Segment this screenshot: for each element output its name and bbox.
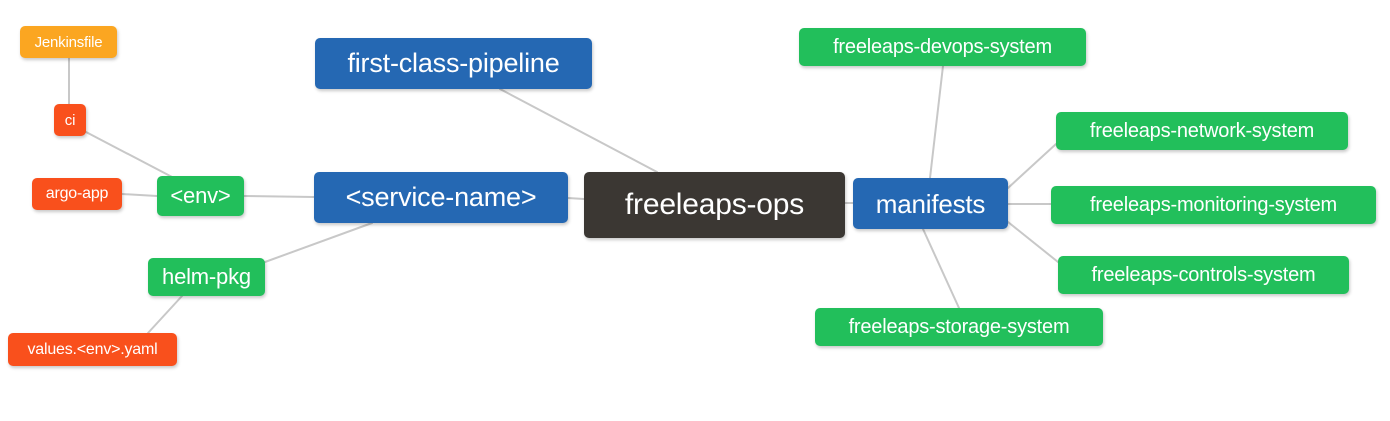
- node-first-class-pipeline[interactable]: first-class-pipeline: [315, 38, 592, 89]
- node-label: Jenkinsfile: [34, 33, 103, 51]
- node-service-name[interactable]: <service-name>: [314, 172, 568, 223]
- node-env[interactable]: <env>: [157, 176, 244, 216]
- node-label: first-class-pipeline: [347, 48, 560, 78]
- node-argo-app[interactable]: argo-app: [32, 178, 122, 210]
- edge-manifests-network: [1007, 143, 1057, 189]
- node-label: values.<env>.yaml: [27, 340, 158, 358]
- node-freeleaps-network-system[interactable]: freeleaps-network-system: [1056, 112, 1348, 150]
- node-label: ci: [64, 111, 76, 129]
- node-label: freeleaps-storage-system: [848, 316, 1070, 338]
- node-label: <env>: [170, 183, 231, 208]
- node-label: freeleaps-devops-system: [833, 36, 1052, 58]
- node-ci[interactable]: ci: [54, 104, 86, 136]
- node-label: freeleaps-monitoring-system: [1090, 194, 1337, 216]
- edge-manifests-storage: [922, 228, 960, 309]
- node-label: <service-name>: [345, 182, 537, 212]
- node-freeleaps-controls-system[interactable]: freeleaps-controls-system: [1058, 256, 1349, 294]
- node-label: freeleaps-controls-system: [1091, 264, 1316, 286]
- node-freeleaps-storage-system[interactable]: freeleaps-storage-system: [815, 308, 1103, 346]
- node-helm-pkg[interactable]: helm-pkg: [148, 258, 265, 296]
- node-freeleaps-devops-system[interactable]: freeleaps-devops-system: [799, 28, 1086, 66]
- node-label: manifests: [875, 188, 986, 219]
- edge-pipeline-ops: [499, 88, 658, 173]
- node-label: argo-app: [45, 185, 109, 202]
- edge-env-servicename: [243, 195, 315, 198]
- node-values-yaml[interactable]: values.<env>.yaml: [8, 333, 177, 366]
- edge-ci-env: [85, 131, 175, 179]
- node-manifests[interactable]: manifests: [853, 178, 1008, 229]
- edge-valuesyaml-helmpkg: [147, 295, 183, 334]
- node-freeleaps-monitoring-system[interactable]: freeleaps-monitoring-system: [1051, 186, 1376, 224]
- edge-helmpkg-servicename: [264, 222, 373, 263]
- edge-argoapp-env: [121, 193, 158, 197]
- node-label: freeleaps-ops: [624, 188, 805, 221]
- edge-manifests-devops: [929, 65, 944, 179]
- edge-servicename-ops: [567, 197, 585, 200]
- node-freeleaps-ops[interactable]: freeleaps-ops: [584, 172, 845, 238]
- node-jenkinsfile[interactable]: Jenkinsfile: [20, 26, 117, 58]
- edge-manifests-controls: [1007, 221, 1059, 263]
- node-label: freeleaps-network-system: [1089, 120, 1315, 142]
- node-label: helm-pkg: [162, 264, 251, 289]
